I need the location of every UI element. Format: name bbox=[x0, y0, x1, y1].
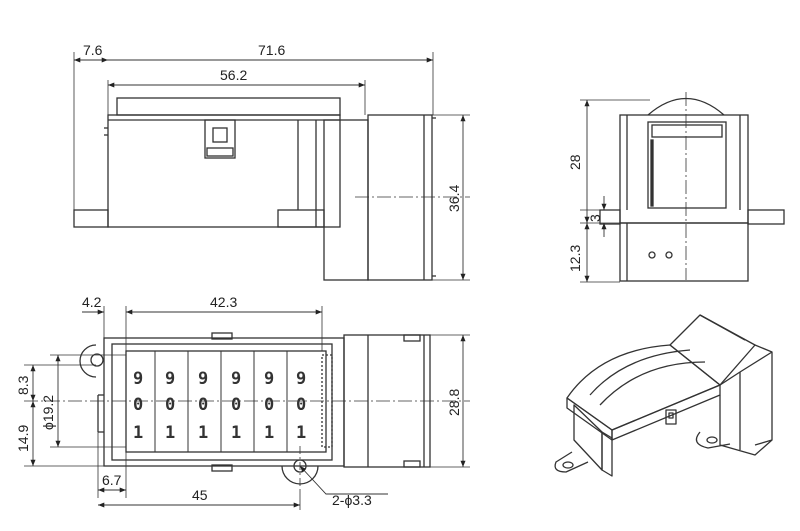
dim-side-step: 3 bbox=[587, 214, 603, 222]
iso-left-ear bbox=[554, 451, 589, 473]
wheel-digit-top: 9 bbox=[264, 369, 274, 389]
side-hole-left bbox=[648, 251, 656, 259]
front-lower-block bbox=[323, 119, 369, 281]
dim-front-total-length: 71.6 bbox=[258, 42, 285, 58]
top-counter-window bbox=[125, 350, 327, 453]
wheel-digit-top: 9 bbox=[231, 369, 241, 389]
iso-dome bbox=[566, 344, 721, 431]
iso-base-front bbox=[573, 404, 603, 471]
side-left-tab bbox=[599, 209, 621, 225]
dim-top-holes: 2-ϕ3.3 bbox=[332, 492, 372, 508]
dim-front-height: 36.4 bbox=[446, 185, 462, 212]
counter-wheel: 9 0 1 bbox=[296, 369, 306, 443]
side-window bbox=[647, 121, 727, 209]
dim-side-base: 12.3 bbox=[567, 245, 583, 272]
counter-wheel: 9 0 1 bbox=[198, 369, 208, 443]
counter-wheel: 9 0 1 bbox=[165, 369, 175, 443]
front-body bbox=[107, 114, 341, 228]
iso-right-ear bbox=[695, 431, 731, 449]
front-end-housing bbox=[367, 114, 433, 281]
front-top-cap bbox=[116, 97, 341, 116]
leader-top-holes bbox=[299, 465, 388, 495]
wheel-digit-top: 9 bbox=[133, 369, 143, 389]
dim-front-body-length: 56.2 bbox=[220, 67, 247, 83]
iso-latch bbox=[665, 409, 677, 425]
front-right-tab bbox=[277, 209, 325, 228]
wheel-digit-bottom: 1 bbox=[198, 423, 208, 443]
top-left-ear bbox=[79, 344, 97, 378]
wheel-digit-mid: 0 bbox=[296, 395, 306, 415]
dim-side-height: 28 bbox=[567, 154, 583, 170]
dim-front-left-offset: 7.6 bbox=[83, 42, 103, 58]
dim-top-window-length: 42.3 bbox=[210, 294, 237, 310]
dim-top-mount-offset: 6.7 bbox=[102, 472, 122, 488]
counter-wheel: 9 0 1 bbox=[133, 369, 143, 443]
side-body bbox=[619, 114, 749, 224]
front-left-tab bbox=[73, 209, 109, 228]
dim-top-wheel-diameter: ϕ19.2 bbox=[40, 395, 56, 430]
top-left-ear-hole bbox=[90, 353, 104, 367]
wheel-digit-top: 9 bbox=[198, 369, 208, 389]
front-view bbox=[73, 52, 470, 281]
wheel-digit-bottom: 1 bbox=[296, 423, 306, 443]
iso-end-front bbox=[719, 395, 773, 456]
wheel-digit-bottom: 1 bbox=[165, 423, 175, 443]
front-latch bbox=[204, 119, 236, 159]
dim-top-width: 28.8 bbox=[446, 389, 462, 416]
wheel-digit-top: 9 bbox=[165, 369, 175, 389]
front-latch-window bbox=[212, 127, 228, 143]
counter-wheels: 9 0 1 9 0 1 9 0 1 9 0 1 9 0 1 9 0 1 bbox=[133, 369, 306, 443]
counter-wheel: 9 0 1 bbox=[231, 369, 241, 443]
dim-top-offset-a: 8.3 bbox=[15, 375, 31, 395]
side-base bbox=[619, 222, 749, 282]
dim-top-mount-span: 45 bbox=[192, 487, 208, 503]
wheel-digit-bottom: 1 bbox=[231, 423, 241, 443]
top-view bbox=[24, 306, 470, 510]
side-hole-right bbox=[665, 251, 673, 259]
dim-top-offset-b: 14.9 bbox=[15, 425, 31, 452]
side-window-strip bbox=[651, 124, 723, 138]
wheel-digit-bottom: 1 bbox=[264, 423, 274, 443]
side-right-tab bbox=[747, 209, 785, 225]
isometric-view bbox=[554, 314, 773, 477]
wheel-digit-mid: 0 bbox=[165, 395, 175, 415]
counter-wheel-separators bbox=[154, 351, 288, 452]
wheel-digit-top: 9 bbox=[296, 369, 306, 389]
wheel-digit-mid: 0 bbox=[231, 395, 241, 415]
wheel-digit-mid: 0 bbox=[264, 395, 274, 415]
iso-end-top bbox=[669, 314, 756, 386]
wheel-digit-mid: 0 bbox=[133, 395, 143, 415]
side-view bbox=[580, 92, 785, 283]
counter-wheel: 9 0 1 bbox=[264, 369, 274, 443]
wheel-digit-bottom: 1 bbox=[133, 423, 143, 443]
dim-top-left-offset: 4.2 bbox=[82, 294, 102, 310]
wheel-digit-mid: 0 bbox=[198, 395, 208, 415]
